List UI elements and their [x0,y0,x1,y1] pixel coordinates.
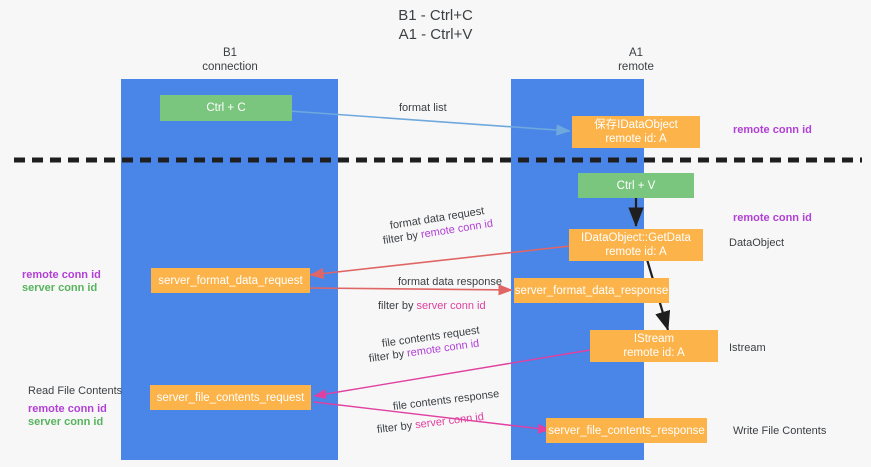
title-line-2: A1 - Ctrl+V [398,26,473,43]
node-server-file-contents-request-label: server_file_contents_request [156,391,305,404]
node-ctrl-c[interactable]: Ctrl + C [160,95,292,121]
column-header-a1-role: remote [618,61,654,73]
node-getdata-line1: IDataObject::GetData [581,232,691,244]
annotation-remote-conn-id-mid-left: remote conn id [22,269,101,281]
edge-format-list [274,109,571,136]
node-istream-line2: remote id: A [623,347,685,359]
node-istream[interactable]: IStream remote id: A [590,330,718,362]
annotation-server-conn-id-bottom-left: server conn id [28,416,104,428]
node-istream-line1: IStream [633,333,675,345]
edge-format-data-response [309,284,513,296]
node-ctrl-c-label: Ctrl + C [206,102,246,114]
node-getdata-line2: remote id: A [605,246,667,258]
node-server-file-contents-response-label: server_file_contents_response [548,424,705,437]
edge-file-contents-request [313,349,591,399]
node-idataobject-store-line2: remote id: A [605,133,667,145]
edge-format-data-request [309,245,571,280]
column-header-a1: A1 remote [512,46,760,74]
annotation-read-file-contents: Read File Contents [28,385,123,397]
annotation-remote-conn-id-top-right: remote conn id [733,124,812,136]
annotation-server-conn-id-mid-left: server conn id [22,282,98,294]
node-idataobject-store-line1: 保存IDataObject [594,119,678,131]
filter-prefix: filter by [378,300,417,312]
node-server-format-data-request[interactable]: server_format_data_request [151,268,310,293]
edge-label-format-data-response: format data response [398,276,502,288]
annotation-istream: Istream [729,342,766,354]
title-line-1: B1 - Ctrl+C [398,7,473,24]
node-server-file-contents-request[interactable]: server_file_contents_request [150,385,311,410]
node-idataobject-store[interactable]: 保存IDataObject remote id: A [572,116,700,148]
annotation-remote-conn-id-mid-right: remote conn id [733,212,812,224]
node-server-format-data-request-label: server_format_data_request [158,274,303,287]
edge-file-contents-response [313,401,551,434]
node-ctrl-v-label: Ctrl + V [616,179,656,192]
column-header-a1-name: A1 [628,47,644,59]
diagram-title: B1 - Ctrl+C A1 - Ctrl+V [0,6,871,44]
column-header-b1-name: B1 [222,47,238,59]
node-server-format-data-response[interactable]: server_format_data_response [514,278,669,303]
column-header-b1-role: connection [202,61,258,73]
node-idataobject-getdata[interactable]: IDataObject::GetData remote id: A [569,229,703,261]
edge-label-format-list: format list [399,102,447,114]
edge-label-format-data-response-filter: filter by server conn id [378,299,486,313]
column-header-b1: B1 connection [125,46,335,74]
node-server-file-contents-response[interactable]: server_file_contents_response [546,418,707,443]
annotation-write-file-contents: Write File Contents [733,425,827,437]
annotation-dataobject: DataObject [729,237,785,249]
filter-value-server-conn-id: server conn id [416,300,486,312]
node-ctrl-v[interactable]: Ctrl + V [578,173,694,198]
node-server-format-data-response-label: server_format_data_response [514,284,669,297]
annotation-remote-conn-id-bottom-left: remote conn id [28,403,107,415]
